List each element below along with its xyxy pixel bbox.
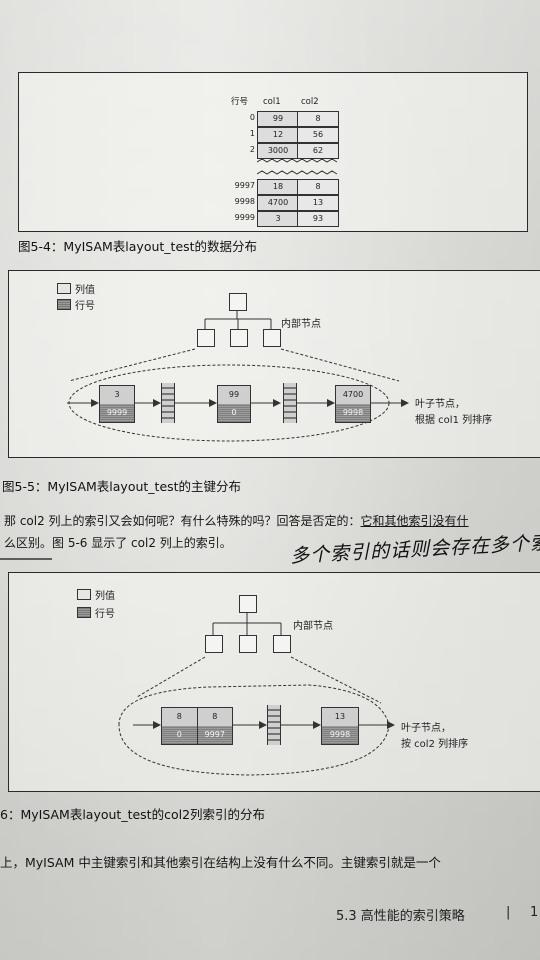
leaf-node: 99 0 xyxy=(217,385,251,423)
leaf-note-line1: 叶子节点， xyxy=(415,399,465,410)
leaf-rownum: 9998 xyxy=(322,726,358,744)
table-cell: 99 xyxy=(257,111,299,127)
leaf-value: 3 xyxy=(100,386,134,404)
root-node xyxy=(229,293,247,311)
figure3-caption: 6：MyISAM表layout_test的col2列索引的分布 xyxy=(0,807,266,822)
footer-separator: | xyxy=(506,905,511,920)
leaf-value: 8 xyxy=(197,708,232,726)
legend-value-label: 列值 xyxy=(95,591,115,602)
legend-value-swatch xyxy=(57,283,71,294)
row-number: 0 xyxy=(249,113,255,122)
internal-node xyxy=(197,329,215,347)
internal-node xyxy=(239,635,257,653)
leaf-node: 3 9999 xyxy=(99,385,135,423)
table-cell: 18 xyxy=(257,179,299,195)
figure-primary-key-distribution: 列值 行号 内部节点 3 9999 99 0 4700 xyxy=(8,270,540,458)
leaf-continuation xyxy=(283,383,297,423)
body-line1-text: 那 col2 列上的索引又会如何呢？有什么特殊的吗？回答是否定的： xyxy=(4,514,361,528)
leaf-rownum: 0 xyxy=(162,726,197,744)
leaf-rownum: 9997 xyxy=(197,726,232,744)
table-cell: 56 xyxy=(297,127,339,143)
leaf-entry: 8 9997 xyxy=(197,708,232,744)
row-number-header: 行号 xyxy=(231,97,249,107)
table-cell: 8 xyxy=(297,111,339,127)
leaf-note-line2: 按 col2 列排序 xyxy=(401,739,469,750)
leaf-continuation xyxy=(161,383,175,423)
leaf-value: 8 xyxy=(162,708,197,726)
leaf-rownum: 9998 xyxy=(336,404,370,422)
leaf-entry: 8 0 xyxy=(162,708,198,744)
row-number: 1 xyxy=(249,129,255,138)
col1-header: col1 xyxy=(263,97,281,107)
leaf-note-line1: 叶子节点， xyxy=(401,723,451,734)
table-cell: 4700 xyxy=(257,195,299,211)
footer-page-number: 1 xyxy=(530,905,539,920)
legend-value-swatch xyxy=(77,589,91,600)
table-cell: 93 xyxy=(297,211,339,227)
internal-node xyxy=(273,635,291,653)
body-paragraph-line2: 么区别。图 5-6 显示了 col2 列上的索引。 xyxy=(4,536,232,550)
internal-node-label: 内部节点 xyxy=(281,319,321,330)
leaf-rownum: 0 xyxy=(218,404,250,422)
tree-connectors xyxy=(118,613,395,776)
legend-value-label: 列值 xyxy=(75,285,95,296)
legend-rownum-label: 行号 xyxy=(75,301,95,312)
internal-node-label: 内部节点 xyxy=(293,621,333,632)
leaf-value: 13 xyxy=(322,708,358,726)
legend-rownum-swatch xyxy=(57,299,71,310)
row-number: 2 xyxy=(249,145,255,154)
leaf-value: 4700 xyxy=(336,386,370,404)
internal-node xyxy=(205,635,223,653)
leaf-rownum: 9999 xyxy=(100,404,134,422)
leaf-continuation xyxy=(267,705,281,745)
row-number: 9998 xyxy=(234,197,255,206)
figure1-caption: 图5-4：MyISAM表layout_test的数据分布 xyxy=(18,239,258,254)
table-cell: 3 xyxy=(257,211,299,227)
table-cell: 13 xyxy=(297,195,339,211)
figure2-caption: 图5-5：MyISAM表layout_test的主键分布 xyxy=(2,479,242,494)
col2-header: col2 xyxy=(301,97,319,107)
figure-data-distribution: 行号 col1 col2 0 99 8 1 12 56 2 3000 62 99… xyxy=(18,72,528,232)
handwritten-annotation: 多个索引的话则会存在多个索引 xyxy=(289,530,540,568)
table-cell: 8 xyxy=(297,179,339,195)
table-cell: 62 xyxy=(297,143,339,159)
internal-node xyxy=(263,329,281,347)
margin-underline-mark xyxy=(0,558,52,560)
legend-rownum-swatch xyxy=(77,607,91,618)
table-cell: 12 xyxy=(257,127,299,143)
figure-col2-index-distribution: 列值 行号 内部节点 8 0 8 9997 13 999 xyxy=(8,572,540,792)
row-number: 9997 xyxy=(234,181,255,190)
closing-paragraph: 上，MyISAM 中主键索引和其他索引在结构上没有什么不同。主键索引就是一个 xyxy=(0,855,441,870)
row-number: 9999 xyxy=(234,213,255,222)
leaf-value: 99 xyxy=(218,386,250,404)
leaf-node: 13 9998 xyxy=(321,707,359,745)
root-node xyxy=(239,595,257,613)
internal-node xyxy=(230,329,248,347)
body-paragraph-line1: 那 col2 列上的索引又会如何呢？有什么特殊的吗？回答是否定的：它和其他索引没… xyxy=(4,512,469,529)
table-break-zigzag xyxy=(257,159,338,175)
tree-connectors xyxy=(67,311,409,442)
table-cell: 3000 xyxy=(257,143,299,159)
legend-rownum-label: 行号 xyxy=(95,609,115,620)
footer-section-title: 5.3 高性能的索引策略 xyxy=(336,909,465,924)
body-line1-underlined: 它和其他索引没有什 xyxy=(360,514,469,528)
leaf-note-line2: 根据 col1 列排序 xyxy=(415,415,493,426)
leaf-node: 4700 9998 xyxy=(335,385,371,423)
leaf-node-pair: 8 0 8 9997 xyxy=(161,707,233,745)
